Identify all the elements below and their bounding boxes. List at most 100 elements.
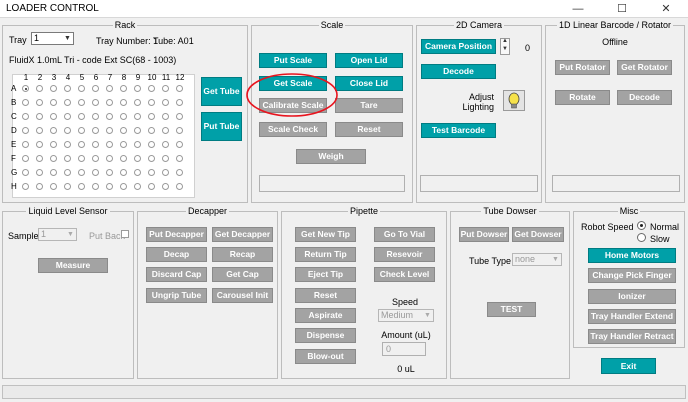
tube-well[interactable] <box>50 155 57 162</box>
tube-well[interactable] <box>50 169 57 176</box>
tube-well[interactable] <box>78 99 85 106</box>
speed-select[interactable]: Medium ▼ <box>378 309 434 322</box>
close-icon[interactable]: ✕ <box>661 3 671 15</box>
tube-well[interactable] <box>162 85 169 92</box>
eject-tip-button[interactable]: Eject Tip <box>295 267 356 282</box>
tube-well[interactable] <box>162 99 169 106</box>
tube-well[interactable] <box>106 85 113 92</box>
put-back-checkbox[interactable] <box>121 230 129 238</box>
get-new-tip-button[interactable]: Get New Tip <box>295 227 356 242</box>
tube-well[interactable] <box>162 127 169 134</box>
normal-radio[interactable] <box>637 221 646 230</box>
tube-well[interactable] <box>176 99 183 106</box>
tray-handler-retract-button[interactable]: Tray Handler Retract <box>588 329 676 344</box>
put-tube-button[interactable]: Put Tube <box>201 112 242 141</box>
discard-cap-button[interactable]: Discard Cap <box>146 267 207 282</box>
tube-well[interactable] <box>92 99 99 106</box>
tube-well[interactable] <box>36 183 43 190</box>
check-level-button[interactable]: Check Level <box>374 267 435 282</box>
minimize-icon[interactable]: — <box>572 3 584 15</box>
tube-well[interactable] <box>106 183 113 190</box>
tube-well[interactable] <box>50 127 57 134</box>
pipette-reset-button[interactable]: Reset <box>295 288 356 303</box>
decap-button[interactable]: Decap <box>146 247 207 262</box>
tube-well[interactable] <box>134 183 141 190</box>
tube-well[interactable] <box>92 113 99 120</box>
tray-handler-extend-button[interactable]: Tray Handler Extend <box>588 309 676 324</box>
tube-well[interactable] <box>22 127 29 134</box>
tube-well[interactable] <box>78 183 85 190</box>
tube-well[interactable] <box>120 183 127 190</box>
get-dowser-button[interactable]: Get Dowser <box>512 227 564 242</box>
weigh-button[interactable]: Weigh <box>296 149 366 164</box>
tube-well[interactable] <box>120 113 127 120</box>
tube-well[interactable] <box>78 127 85 134</box>
tube-well[interactable] <box>120 85 127 92</box>
tube-well[interactable] <box>22 99 29 106</box>
tube-well[interactable] <box>176 155 183 162</box>
reservoir-button[interactable]: Resevoir <box>374 247 435 262</box>
spinner-up-icon[interactable]: ▲ <box>502 38 508 44</box>
tube-well[interactable] <box>162 113 169 120</box>
tube-well[interactable] <box>176 141 183 148</box>
lightbulb-button[interactable] <box>503 90 525 111</box>
tube-well[interactable] <box>106 113 113 120</box>
tube-well[interactable] <box>64 127 71 134</box>
tube-well[interactable] <box>148 155 155 162</box>
tube-well[interactable] <box>162 169 169 176</box>
spinner-down-icon[interactable]: ▼ <box>502 46 508 52</box>
tube-well[interactable] <box>134 155 141 162</box>
tube-well[interactable] <box>50 85 57 92</box>
get-tube-button[interactable]: Get Tube <box>201 77 242 106</box>
tube-well[interactable] <box>64 113 71 120</box>
tube-well[interactable] <box>64 183 71 190</box>
exit-button[interactable]: Exit <box>601 358 656 374</box>
tube-well[interactable] <box>134 141 141 148</box>
scale-check-button[interactable]: Scale Check <box>259 122 327 137</box>
tube-well[interactable] <box>148 183 155 190</box>
tube-well[interactable] <box>148 141 155 148</box>
get-rotator-button[interactable]: Get Rotator <box>617 60 672 75</box>
tare-button[interactable]: Tare <box>335 98 403 113</box>
aspirate-button[interactable]: Aspirate <box>295 308 356 323</box>
ungrip-tube-button[interactable]: Ungrip Tube <box>146 288 207 303</box>
tube-well[interactable] <box>120 127 127 134</box>
tube-well[interactable] <box>148 169 155 176</box>
tube-well[interactable] <box>78 155 85 162</box>
ionizer-button[interactable]: Ionizer <box>588 289 676 304</box>
measure-button[interactable]: Measure <box>38 258 108 273</box>
go-to-vial-button[interactable]: Go To Vial <box>374 227 435 242</box>
tube-well[interactable] <box>176 85 183 92</box>
tube-well[interactable] <box>92 127 99 134</box>
barcode-decode-button[interactable]: Decode <box>617 90 672 105</box>
change-pick-finger-button[interactable]: Change Pick Finger <box>588 268 676 283</box>
put-dowser-button[interactable]: Put Dowser <box>459 227 509 242</box>
tube-well[interactable] <box>162 183 169 190</box>
tube-well[interactable] <box>50 183 57 190</box>
tube-well[interactable] <box>36 127 43 134</box>
tube-well[interactable] <box>92 169 99 176</box>
tube-well[interactable] <box>120 155 127 162</box>
position-spinner[interactable]: ▲ ▼ <box>500 38 510 55</box>
tray-select[interactable]: 1 ▼ <box>31 32 74 45</box>
tube-well[interactable] <box>120 169 127 176</box>
tube-well[interactable] <box>120 99 127 106</box>
maximize-icon[interactable]: ☐ <box>617 3 627 15</box>
open-lid-button[interactable]: Open Lid <box>335 53 403 68</box>
tube-well[interactable] <box>64 169 71 176</box>
tube-well[interactable] <box>106 99 113 106</box>
tube-well[interactable] <box>106 127 113 134</box>
tube-well[interactable] <box>64 85 71 92</box>
tube-well[interactable] <box>22 169 29 176</box>
dispense-button[interactable]: Dispense <box>295 328 356 343</box>
tube-well[interactable] <box>176 113 183 120</box>
put-decapper-button[interactable]: Put Decapper <box>146 227 207 242</box>
tube-well[interactable] <box>78 169 85 176</box>
tube-well[interactable] <box>22 85 29 92</box>
recap-button[interactable]: Recap <box>212 247 273 262</box>
carousel-init-button[interactable]: Carousel Init <box>212 288 273 303</box>
test-button[interactable]: TEST <box>487 302 536 317</box>
tube-well[interactable] <box>134 99 141 106</box>
tube-well[interactable] <box>50 113 57 120</box>
get-decapper-button[interactable]: Get Decapper <box>212 227 273 242</box>
